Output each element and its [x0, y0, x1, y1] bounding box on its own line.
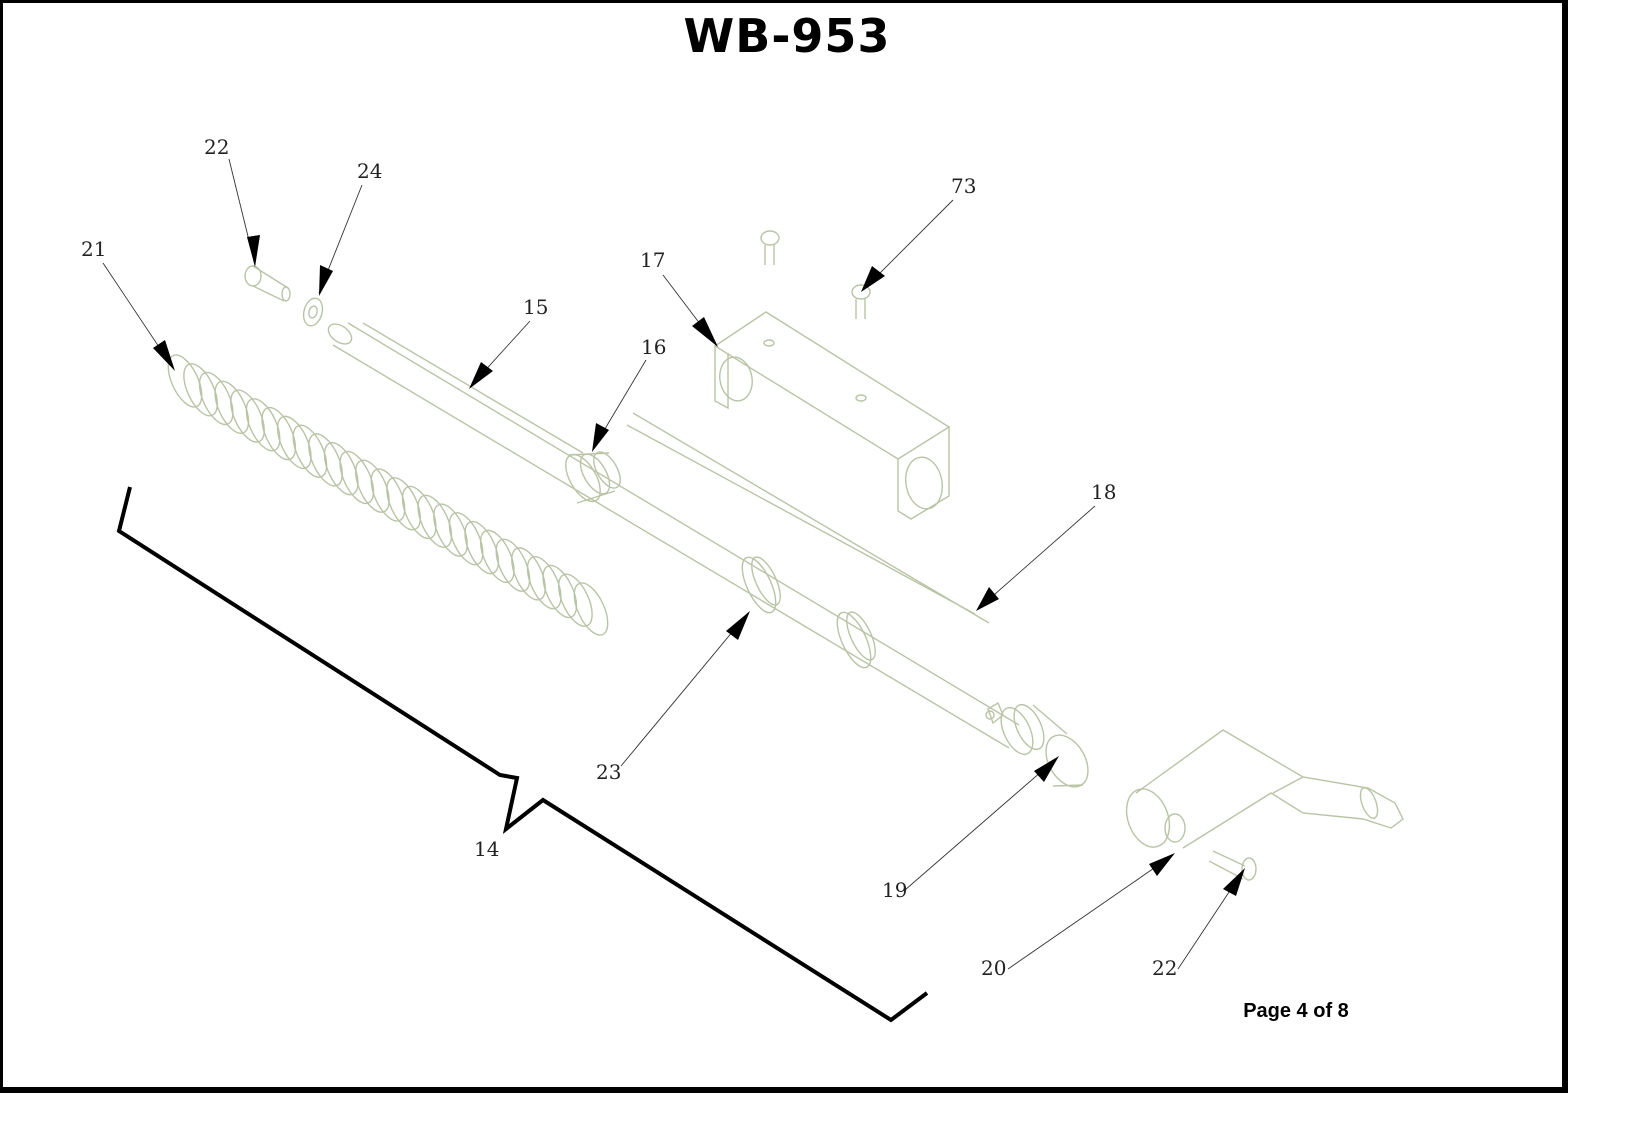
- mount-bracket-part-17: [715, 312, 949, 519]
- retaining-rings-part-23: [735, 553, 881, 673]
- callout-17: 17: [640, 248, 665, 272]
- callout-19: 19: [882, 878, 907, 902]
- callout-22-top: 22: [204, 135, 229, 159]
- callout-21: 21: [81, 237, 106, 261]
- callout-73: 73: [951, 174, 976, 198]
- shaft-part-15: [325, 320, 1019, 748]
- page-number: Page 4 of 8: [1221, 1000, 1371, 1023]
- callout-14: 14: [474, 837, 499, 861]
- screws-part-73: [761, 231, 870, 319]
- spring-part-21: [161, 350, 614, 640]
- rod-part-18: [627, 413, 989, 623]
- callout-18: 18: [1091, 480, 1116, 504]
- callout-23: 23: [596, 760, 621, 784]
- callout-20: 20: [981, 956, 1006, 980]
- end-cap-part-19: [995, 700, 1097, 794]
- assembly-bracket-14: [119, 487, 927, 1020]
- exploded-parts-diagram: 14 15 16 17 18 19 20 21 22 22 23 24 73: [3, 3, 1565, 1090]
- callout-15: 15: [523, 295, 548, 319]
- drawing-sheet: WB-953: [0, 0, 1568, 1093]
- callout-24: 24: [357, 159, 382, 183]
- pins-part-22: [245, 266, 1256, 880]
- washer-part-24: [301, 296, 326, 328]
- callout-16: 16: [641, 335, 666, 359]
- leader-lines: [103, 159, 1245, 969]
- callout-22-bottom: 22: [1152, 956, 1177, 980]
- collar-part-16: [559, 448, 626, 507]
- lever-part-20: [1119, 730, 1403, 853]
